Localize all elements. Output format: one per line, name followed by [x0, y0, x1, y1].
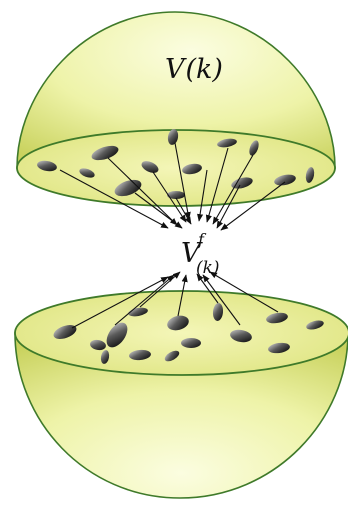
particle [37, 160, 57, 172]
center-label-superscript: f [197, 230, 207, 249]
arrow [114, 274, 175, 326]
particle [212, 303, 224, 321]
particle [306, 320, 324, 330]
particle [90, 339, 106, 351]
arrow [174, 142, 191, 220]
arrow [209, 271, 279, 313]
top-arrows [59, 142, 286, 231]
particle [230, 329, 252, 343]
particle [106, 322, 128, 348]
arrow [59, 169, 169, 229]
arrow [202, 274, 241, 326]
arrow [212, 154, 254, 225]
arrow [134, 192, 183, 229]
arrow [197, 169, 208, 222]
particle [249, 140, 259, 156]
arrow [205, 147, 229, 223]
top-volume-label: V(k) [165, 54, 223, 85]
particle [53, 325, 77, 339]
bottom-bowl [14, 332, 348, 499]
arrow [175, 197, 192, 225]
particle [274, 174, 296, 186]
particle [266, 312, 288, 324]
center-volume-label: V f (k) [181, 230, 220, 278]
center-label-main: V [181, 238, 203, 269]
arrow [71, 276, 169, 329]
particle [141, 161, 159, 173]
particle [182, 163, 202, 175]
particle [305, 167, 315, 183]
particle [167, 191, 185, 199]
particle [167, 315, 189, 331]
arrow [177, 274, 188, 317]
particle [100, 350, 110, 364]
particle [181, 338, 201, 348]
arrow [152, 171, 187, 223]
arrow [216, 184, 241, 229]
arrow [196, 273, 219, 304]
particle [231, 177, 253, 189]
bottom-disk [14, 290, 348, 376]
particle [268, 342, 290, 354]
arrow [139, 271, 181, 308]
top-dome [16, 11, 336, 169]
arrow [107, 157, 178, 226]
particle [91, 145, 119, 161]
particle [217, 138, 237, 148]
center-label-subscript: (k) [196, 258, 220, 278]
particle [79, 168, 95, 178]
bottom-particles [53, 303, 324, 364]
bottom-hemisphere [14, 290, 348, 499]
particle [164, 350, 180, 362]
bottom-arrows [71, 271, 279, 329]
particle [167, 129, 179, 145]
arrow [220, 181, 286, 231]
particle [129, 349, 151, 361]
